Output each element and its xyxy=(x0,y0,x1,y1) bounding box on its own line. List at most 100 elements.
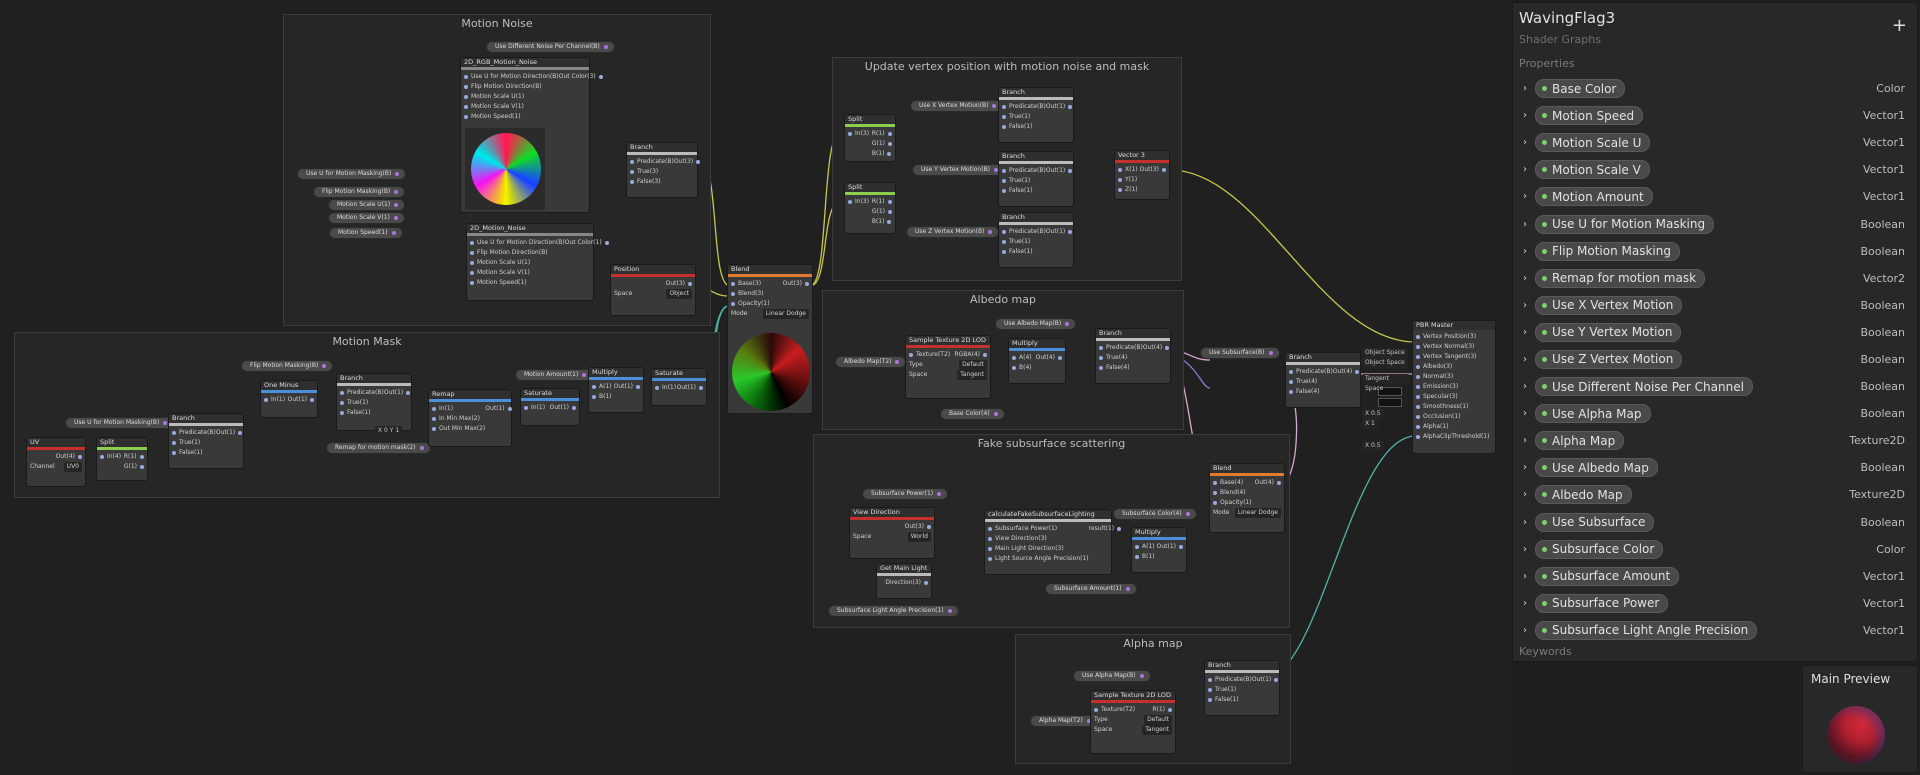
output-port[interactable]: Direction(3) xyxy=(885,578,928,588)
output-port[interactable]: Out(1) xyxy=(1046,102,1072,112)
input-port[interactable]: True(1) xyxy=(1002,112,1046,122)
output-port[interactable]: Out(1) xyxy=(485,404,511,414)
property-node[interactable]: Use U for Motion Masking(B) xyxy=(297,168,407,180)
node-get-main-light[interactable]: Get Main Light Direction(3) xyxy=(876,563,932,599)
chevron-right-icon[interactable]: › xyxy=(1523,83,1527,95)
property-node[interactable]: Subsurface Color(4) xyxy=(1113,508,1197,520)
property-pill[interactable]: Albedo Map xyxy=(1535,485,1632,505)
output-port[interactable]: R(1) xyxy=(124,452,144,462)
output-port[interactable]: RGBA(4) xyxy=(954,350,987,360)
property-pill[interactable]: Use U for Motion Masking xyxy=(1535,214,1715,234)
property-pill[interactable]: Subsurface Power xyxy=(1535,593,1669,613)
preview-sphere[interactable] xyxy=(1827,706,1885,764)
input-port[interactable]: Texture(T2) xyxy=(909,350,950,360)
chevron-right-icon[interactable]: › xyxy=(1523,245,1527,257)
output-port[interactable]: Out(1) xyxy=(677,383,703,393)
blackboard-panel[interactable]: WavingFlag3 Shader Graphs + Properties ›… xyxy=(1512,2,1918,662)
property-pill[interactable]: Subsurface Light Angle Precision xyxy=(1535,620,1758,640)
node-branch-z[interactable]: Branch Predicate(B)True(1)False(1) Out(1… xyxy=(998,212,1074,268)
main-preview-panel[interactable]: Main Preview xyxy=(1802,665,1918,773)
chevron-right-icon[interactable]: › xyxy=(1523,299,1527,311)
property-pill[interactable]: Use Z Vertex Motion xyxy=(1535,349,1683,369)
input-port[interactable]: Predicate(B) xyxy=(1002,166,1046,176)
property-node[interactable]: Motion Scale V(1) xyxy=(328,212,405,224)
output-port[interactable]: G(1) xyxy=(872,207,892,217)
property-pill[interactable]: Remap for motion mask xyxy=(1535,268,1706,288)
output-port[interactable]: Out(3) xyxy=(783,279,809,289)
chevron-right-icon[interactable]: › xyxy=(1523,543,1527,555)
output-port[interactable]: Out(4) xyxy=(1255,478,1281,488)
chevron-right-icon[interactable]: › xyxy=(1523,435,1527,447)
input-port[interactable]: B(1) xyxy=(592,392,612,402)
property-pill[interactable]: Motion Scale U xyxy=(1535,133,1651,153)
chevron-right-icon[interactable]: › xyxy=(1523,110,1527,122)
input-port[interactable]: In(4) xyxy=(100,452,121,462)
chevron-right-icon[interactable]: › xyxy=(1523,381,1527,393)
property-node[interactable]: Base Color(4) xyxy=(940,408,1005,420)
input-port[interactable]: In Min Max(2) xyxy=(432,414,485,424)
node-saturate-b[interactable]: Saturate In(1) Out(1) xyxy=(651,368,707,406)
output-port[interactable]: R(1) xyxy=(872,197,892,207)
chevron-right-icon[interactable]: › xyxy=(1523,218,1527,230)
node-calc-subsurface[interactable]: calculateFakeSubsurfaceLighting Subsurfa… xyxy=(984,509,1114,575)
input-port[interactable]: Z(1) xyxy=(1118,185,1138,195)
output-port[interactable]: Out(4) xyxy=(1143,343,1169,353)
mode-dropdown[interactable]: Linear Dodge xyxy=(762,309,809,319)
node-sample-albedo[interactable]: Sample Texture 2D LOD Texture(T2) RGBA(4… xyxy=(905,335,991,399)
input-port[interactable]: Motion Scale V(1) xyxy=(470,268,565,278)
property-pill[interactable]: Motion Amount xyxy=(1535,187,1653,207)
property-pill[interactable]: Use X Vertex Motion xyxy=(1535,295,1683,315)
chevron-right-icon[interactable]: › xyxy=(1523,353,1527,365)
node-saturate-a[interactable]: Saturate In(1) Out(1) xyxy=(520,388,580,426)
chevron-right-icon[interactable]: › xyxy=(1523,164,1527,176)
output-port[interactable]: B(1) xyxy=(872,149,892,159)
output-port[interactable]: Out(4) xyxy=(1333,367,1359,377)
input-port[interactable]: A(4) xyxy=(1012,353,1032,363)
input-port[interactable]: Vertex Position(3) xyxy=(1416,332,1489,342)
property-pill[interactable]: Use Y Vertex Motion xyxy=(1535,322,1682,342)
input-port[interactable]: In(3) xyxy=(848,129,869,139)
output-port[interactable]: result(1) xyxy=(1089,524,1121,534)
output-port[interactable]: Out(1) xyxy=(1046,166,1072,176)
input-port[interactable]: True(1) xyxy=(1002,237,1046,247)
graph-canvas[interactable]: Motion Noise Motion Mask Update vertex p… xyxy=(0,0,1510,775)
input-port[interactable]: False(1) xyxy=(1208,695,1252,705)
input-port[interactable]: True(1) xyxy=(172,438,216,448)
color-swatch[interactable] xyxy=(1378,398,1402,407)
space-dropdown[interactable]: Object xyxy=(666,289,692,299)
output-port[interactable]: R(1) xyxy=(872,129,892,139)
property-node[interactable]: Use U for Motion Masking(B) xyxy=(65,417,175,429)
input-port[interactable]: Smoothness(1) xyxy=(1416,402,1489,412)
chevron-right-icon[interactable]: › xyxy=(1523,624,1527,636)
input-port[interactable]: Alpha(1) xyxy=(1416,422,1489,432)
input-port[interactable]: Motion Speed(1) xyxy=(464,112,559,122)
node-2d-rgb-motion-noise[interactable]: 2D_RGB_Motion_Noise Use U for Motion Dir… xyxy=(460,57,596,213)
input-port[interactable]: In(3) xyxy=(848,197,869,207)
input-port[interactable]: Predicate(B) xyxy=(340,388,384,398)
chevron-right-icon[interactable]: › xyxy=(1523,408,1527,420)
property-node[interactable]: Motion Amount(1) xyxy=(515,369,594,381)
value-field[interactable]: X 0.5 xyxy=(1362,409,1384,419)
input-port[interactable]: Motion Scale V(1) xyxy=(464,102,559,112)
node-split-b[interactable]: Split In(3) R(1)G(1)B(1) xyxy=(844,182,896,234)
input-port[interactable]: Motion Speed(1) xyxy=(470,278,565,288)
property-node[interactable]: Subsurface Power(1) xyxy=(862,488,949,500)
input-port[interactable]: B(1) xyxy=(1135,552,1155,562)
input-port[interactable]: False(1) xyxy=(1002,122,1046,132)
output-port[interactable]: Out Color(1) xyxy=(565,238,609,248)
min-max-input[interactable]: X 0 Y 1 xyxy=(372,426,405,436)
output-port[interactable]: Out(4) xyxy=(1036,353,1062,363)
input-port[interactable]: Light Source Angle Precision(1) xyxy=(988,554,1089,564)
input-port[interactable]: Predicate(B) xyxy=(630,157,674,167)
node-2d-motion-noise[interactable]: 2D_Motion_Noise Use U for Motion Directi… xyxy=(466,223,602,301)
property-pill[interactable]: Use Albedo Map xyxy=(1535,458,1658,478)
input-port[interactable]: Motion Scale U(1) xyxy=(470,258,565,268)
color-swatch[interactable] xyxy=(1378,387,1402,396)
property-pill[interactable]: Motion Speed xyxy=(1535,106,1644,126)
